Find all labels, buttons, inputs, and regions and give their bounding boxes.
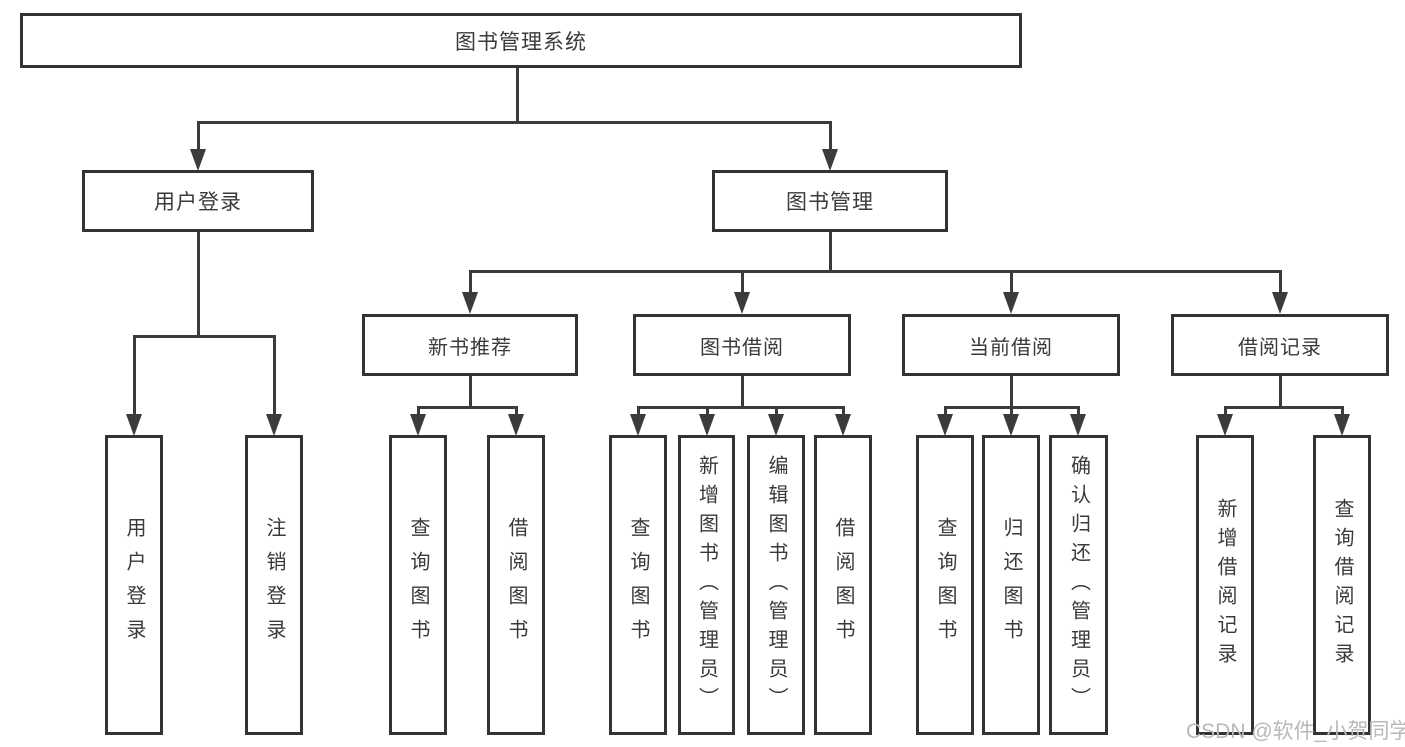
connector-line [706,406,709,418]
connector-line [1010,375,1013,409]
node-user-login: 用户登录 [82,170,314,232]
node-book-management: 图书管理 [712,170,948,232]
connector-line [1010,270,1013,295]
node-label: 新书推荐 [428,336,512,359]
leaf-user-login: 用户登录 [105,435,163,735]
connector-line [197,121,200,153]
leaf-query-books: 查询图书 [609,435,667,735]
connector-line [515,406,518,418]
arrow-down-icon [410,414,426,436]
leaf-logout: 注销登录 [245,435,303,735]
node-current-borrow: 当前借阅 [902,314,1120,376]
node-new-book-recommend: 新书推荐 [362,314,578,376]
arrow-down-icon [699,414,715,436]
arrow-down-icon [937,414,953,436]
node-label: 查询图书 [627,517,649,653]
connector-line [741,375,744,409]
arrow-down-icon [1003,414,1019,436]
connector-line [829,231,832,273]
connector-line [637,406,640,418]
node-label: 新增借阅记录 [1214,498,1236,672]
leaf-add-borrow-record: 新增借阅记录 [1196,435,1254,735]
node-label: 编辑图书（管理员） [765,454,787,716]
node-label: 借阅记录 [1238,336,1322,359]
node-label: 查询借阅记录 [1331,498,1353,672]
node-borrow-records: 借阅记录 [1171,314,1389,376]
node-label: 当前借阅 [969,336,1053,359]
node-label: 查询图书 [407,517,429,653]
arrow-down-icon [1003,292,1019,314]
connector-line [133,335,136,417]
connector-line [417,406,518,409]
leaf-confirm-return-admin: 确认归还（管理员） [1049,435,1108,735]
leaf-query-books: 查询图书 [916,435,974,735]
node-label: 确认归还（管理员） [1067,454,1090,716]
leaf-edit-book-admin: 编辑图书（管理员） [747,435,805,735]
connector-line [197,231,200,338]
node-library-system: 图书管理系统 [20,13,1022,68]
node-label: 归还图书 [1000,517,1022,653]
arrow-down-icon [1070,414,1086,436]
arrow-down-icon [734,292,750,314]
connector-line [469,375,472,409]
connector-line [469,270,1282,273]
node-label: 新增图书（管理员） [695,454,718,716]
connector-line [1341,406,1344,418]
connector-line [775,406,778,418]
arrow-down-icon [835,414,851,436]
node-book-borrow: 图书借阅 [633,314,851,376]
connector-line [273,335,276,417]
connector-line [829,121,832,153]
connector-line [1010,406,1013,418]
arrow-down-icon [630,414,646,436]
connector-line [741,270,744,295]
arrow-down-icon [190,149,206,171]
connector-line [1224,406,1227,418]
arrow-down-icon [126,414,142,436]
connector-line [469,270,472,295]
arrow-down-icon [768,414,784,436]
connector-line [944,406,947,418]
leaf-borrow-books: 借阅图书 [814,435,872,735]
node-label: 图书借阅 [700,336,784,359]
arrow-down-icon [1272,292,1288,314]
connector-line [1224,406,1344,409]
node-label: 图书管理系统 [455,30,587,54]
node-label: 注销登录 [263,517,285,653]
csdn-watermark: CSDN @软件_小贺同学 [1186,720,1405,743]
connector-line [1279,375,1282,409]
node-label: 用户登录 [123,517,145,653]
node-label: 查询图书 [934,517,956,653]
leaf-return-books: 归还图书 [982,435,1040,735]
node-label: 用户登录 [154,191,242,214]
node-label: 借阅图书 [505,517,527,653]
arrow-down-icon [1334,414,1350,436]
connector-line [417,406,420,418]
connector-line [516,67,519,123]
arrow-down-icon [508,414,524,436]
connector-line [1279,270,1282,295]
node-label: 图书管理 [786,191,874,214]
arrow-down-icon [1217,414,1233,436]
connector-line [197,121,832,124]
leaf-borrow-books: 借阅图书 [487,435,545,735]
leaf-query-borrow-record: 查询借阅记录 [1313,435,1371,735]
connector-line [842,406,845,418]
connector-line [637,406,845,409]
connector-line [1077,406,1080,418]
node-label: 借阅图书 [832,517,854,653]
arrow-down-icon [266,414,282,436]
arrow-down-icon [462,292,478,314]
leaf-query-books: 查询图书 [389,435,447,735]
arrow-down-icon [822,149,838,171]
leaf-add-book-admin: 新增图书（管理员） [678,435,735,735]
connector-line [133,335,276,338]
